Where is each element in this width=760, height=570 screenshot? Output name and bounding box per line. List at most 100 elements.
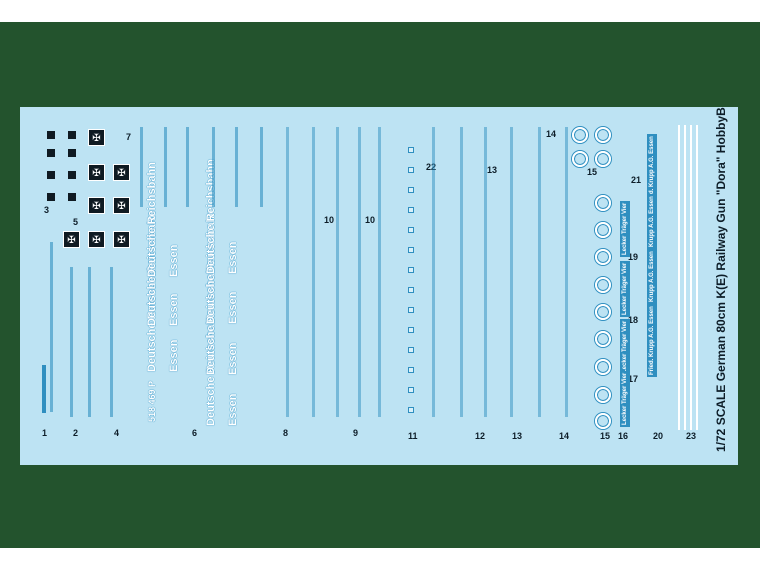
emblem-small bbox=[47, 131, 55, 139]
square-decal bbox=[408, 387, 414, 393]
stripe bbox=[565, 127, 568, 417]
decal-number: 20 bbox=[653, 431, 664, 441]
line-decal bbox=[684, 125, 686, 430]
decal-number: 15 bbox=[600, 431, 611, 441]
emblem-small bbox=[68, 131, 76, 139]
decal-number: 11 bbox=[408, 431, 418, 441]
ring-decal bbox=[595, 195, 611, 211]
stripe bbox=[235, 127, 238, 207]
decal-number: 1 bbox=[42, 428, 48, 438]
square-decal bbox=[408, 367, 414, 373]
ring-decal bbox=[595, 222, 611, 238]
decal-number: 22 bbox=[426, 162, 437, 172]
decal-number: 17 bbox=[628, 374, 639, 384]
krupp-label: Lecker Träger Vier bbox=[620, 318, 630, 375]
ring-decal bbox=[572, 151, 588, 167]
ring-decal bbox=[595, 249, 611, 265]
square-decal bbox=[408, 307, 414, 313]
decal-sheet: 1 2 3 4 5 6 7 8 9 10 10 11 12 13 13 14 1… bbox=[20, 107, 738, 465]
krupp-label: Fried. Krupp A.G. Essen bbox=[647, 304, 657, 377]
essen-label: Essen bbox=[227, 241, 239, 274]
emblem-small bbox=[68, 193, 76, 201]
decal-number: 14 bbox=[559, 431, 570, 441]
decal-number: 9 bbox=[353, 428, 359, 438]
ring-decal bbox=[572, 127, 588, 143]
iron-cross-emblem bbox=[88, 231, 105, 248]
stripe bbox=[538, 127, 541, 417]
iron-cross-emblem bbox=[113, 164, 130, 181]
decal-number: 13 bbox=[512, 431, 523, 441]
krupp-label: Lecker Träger Vier bbox=[620, 200, 630, 257]
stripe bbox=[212, 127, 215, 207]
stripe bbox=[336, 127, 339, 417]
decal-number: 3 bbox=[44, 205, 50, 215]
emblem-small bbox=[68, 171, 76, 179]
ring-decal bbox=[595, 127, 611, 143]
decal-number: 16 bbox=[618, 431, 629, 441]
decal-number: 6 bbox=[192, 428, 198, 438]
stripe bbox=[110, 267, 113, 417]
ring-decal bbox=[595, 359, 611, 375]
bottom-margin bbox=[0, 548, 760, 570]
decal-number: 12 bbox=[475, 431, 486, 441]
stripe bbox=[164, 127, 167, 207]
stripe bbox=[42, 365, 46, 413]
square-decal bbox=[408, 327, 414, 333]
emblem-small bbox=[47, 171, 55, 179]
iron-cross-emblem bbox=[113, 231, 130, 248]
krupp-label: Lecker Träger Vier bbox=[620, 260, 630, 317]
iron-cross-emblem bbox=[63, 231, 80, 248]
decal-number: 23 bbox=[686, 431, 697, 441]
stripe bbox=[312, 127, 315, 417]
stripe bbox=[460, 127, 463, 417]
square-decal bbox=[408, 247, 414, 253]
iron-cross-emblem bbox=[88, 164, 105, 181]
stripe bbox=[484, 127, 487, 417]
stripe bbox=[186, 127, 189, 207]
stripe bbox=[286, 127, 289, 417]
decal-number: 14 bbox=[546, 129, 557, 139]
stripe bbox=[358, 127, 361, 417]
stripe bbox=[432, 127, 435, 417]
ring-decal bbox=[595, 331, 611, 347]
emblem-small bbox=[47, 149, 55, 157]
ring-decal bbox=[595, 413, 611, 429]
top-margin bbox=[0, 0, 760, 22]
ring-decal bbox=[595, 304, 611, 320]
line-decal bbox=[696, 125, 698, 430]
reichsbahn-label: Deutsche Reichsbahn bbox=[146, 162, 158, 277]
square-decal bbox=[408, 167, 414, 173]
line-decal bbox=[690, 125, 692, 430]
essen-label: Essen bbox=[227, 393, 239, 426]
decal-number: 18 bbox=[628, 315, 639, 325]
decal-number: 10 bbox=[324, 215, 335, 225]
decal-number: 7 bbox=[126, 132, 132, 142]
iron-cross-emblem bbox=[88, 197, 105, 214]
stripe bbox=[70, 267, 73, 417]
essen-label: Essen bbox=[168, 293, 180, 326]
stripe bbox=[88, 267, 91, 417]
essen-label: Essen bbox=[168, 339, 180, 372]
square-decal bbox=[408, 287, 414, 293]
decal-number: 8 bbox=[283, 428, 289, 438]
decal-number: 10 bbox=[365, 215, 376, 225]
square-decal bbox=[408, 267, 414, 273]
square-decal bbox=[408, 347, 414, 353]
stripe bbox=[50, 242, 53, 412]
ring-decal bbox=[595, 151, 611, 167]
sheet-title: 1/72 SCALE German 80cm K(E) Railway Gun … bbox=[714, 107, 728, 452]
square-decal bbox=[408, 207, 414, 213]
iron-cross-emblem bbox=[113, 197, 130, 214]
line-decal bbox=[678, 125, 680, 430]
decal-number: 4 bbox=[114, 428, 120, 438]
stripe bbox=[260, 127, 263, 207]
stripe bbox=[140, 127, 143, 207]
stripe bbox=[510, 127, 513, 417]
ring-decal bbox=[595, 277, 611, 293]
decal-number: 15 bbox=[587, 167, 598, 177]
essen-label: Essen bbox=[168, 244, 180, 277]
decal-number: 19 bbox=[628, 252, 639, 262]
emblem-small bbox=[68, 149, 76, 157]
emblem-small bbox=[47, 193, 55, 201]
decal-number: 13 bbox=[487, 165, 498, 175]
